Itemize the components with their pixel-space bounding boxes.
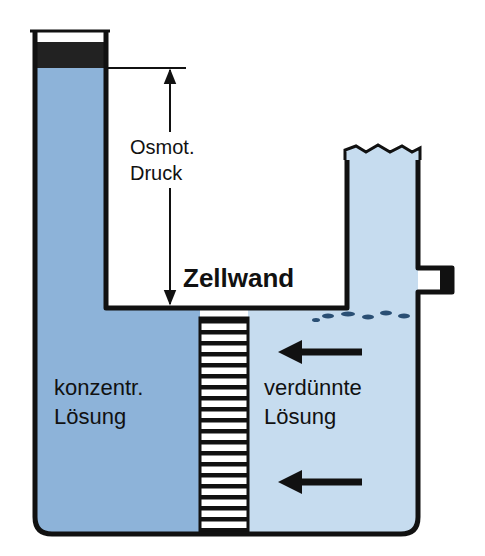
tube-break xyxy=(345,145,420,160)
solution-label: konzentr. Lösung xyxy=(52,372,196,433)
dimension-tick xyxy=(108,67,186,69)
liquid-column-top xyxy=(36,42,106,68)
membrane-droplets xyxy=(312,311,410,323)
vessel-wall xyxy=(106,30,347,308)
cell-wall-membrane xyxy=(200,318,248,532)
part-label: Zellwand xyxy=(181,260,345,298)
tube-rim xyxy=(30,30,110,33)
spout xyxy=(440,266,454,294)
vessel-wall xyxy=(35,30,452,534)
solution-label: verdünnte Lösung xyxy=(262,372,416,433)
dimension-label: Osmot. Druck xyxy=(128,132,220,188)
dilute-solution xyxy=(248,160,418,534)
